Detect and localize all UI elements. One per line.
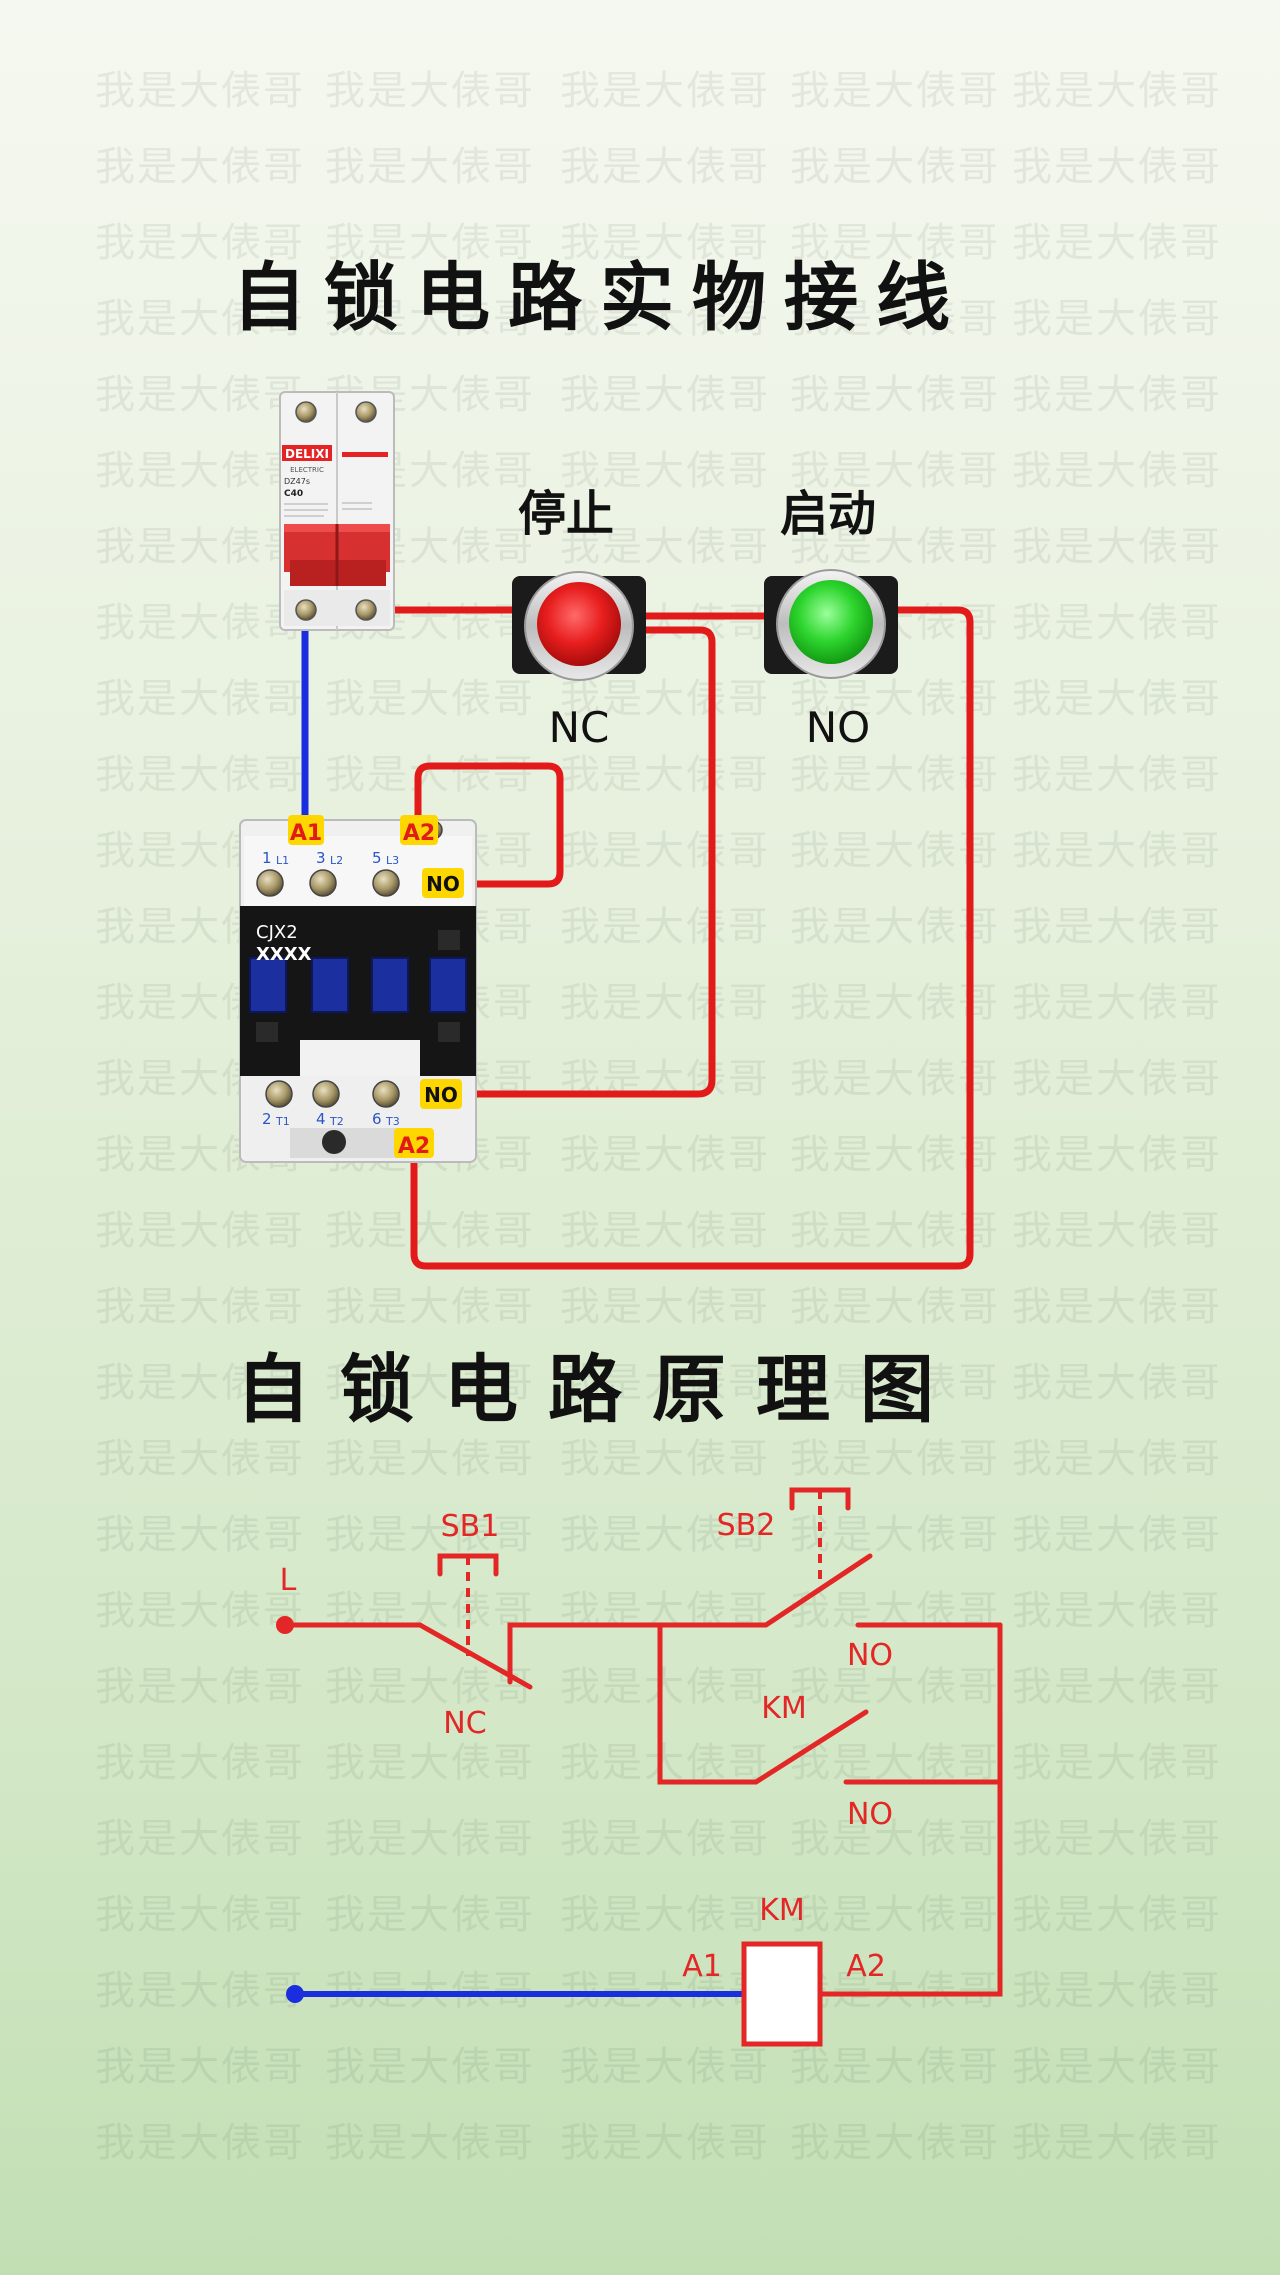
label-coil-km: KM <box>759 1893 805 1928</box>
tag-a1: A1 <box>288 815 324 846</box>
label-sb1-nc: NC <box>443 1706 486 1741</box>
terminal-number: 6 <box>372 1110 382 1128</box>
wire-red-start-to-a2-bottom <box>410 606 974 1270</box>
km-contact-left <box>657 1622 869 1785</box>
contactor[interactable] <box>239 819 477 1163</box>
label-sb2: SB2 <box>717 1508 776 1543</box>
breaker-rating: C40 <box>284 489 303 499</box>
circuit-breaker[interactable]: DELIXI ELECTRIC DZ47s C40 <box>279 391 395 631</box>
label-sb1: SB1 <box>441 1509 500 1544</box>
tag-a2-bottom: A2 <box>394 1128 434 1159</box>
terminal-number: 2 <box>262 1110 272 1128</box>
tag-no-bottom-text: NO <box>424 1083 458 1107</box>
start-button[interactable] <box>764 569 898 679</box>
title-physical-wiring: 自锁电路实物接线 <box>232 255 968 341</box>
terminal-number: 4 <box>316 1110 326 1128</box>
stop-contact-type: NC <box>549 703 610 752</box>
terminal-number: L1 <box>276 854 289 867</box>
label-km-contact: KM <box>761 1691 807 1726</box>
wire-red-a2-to-no-top-loop <box>414 762 564 888</box>
sb1-contact <box>507 1622 663 1685</box>
terminal-number: T1 <box>275 1115 290 1128</box>
coil-km <box>741 1941 823 2047</box>
stop-button-label: 停止 <box>518 486 614 542</box>
title-schematic: 自锁电路原理图 <box>236 1347 964 1433</box>
label-sb2-no: NO <box>847 1638 893 1673</box>
breaker-brand: DELIXI <box>285 447 329 461</box>
contactor-model: CJX2 <box>256 922 298 943</box>
sb1-blade <box>417 1622 533 1690</box>
schematic-lines <box>282 1487 1003 1997</box>
start-contact-type: NO <box>806 703 870 752</box>
terminal-number: T3 <box>385 1115 400 1128</box>
breaker-model: DZ47s <box>284 477 310 486</box>
tag-a2-top-text: A2 <box>403 821 435 846</box>
tag-no-top-text: NO <box>426 872 460 896</box>
start-button-label: 启动 <box>780 486 876 542</box>
label-l: L <box>280 1563 297 1598</box>
tag-a1-text: A1 <box>290 821 322 846</box>
terminal-number: 1 <box>262 849 272 867</box>
terminal-number: L2 <box>330 854 343 867</box>
terminal-l-dot <box>276 1616 294 1634</box>
schematic-dashed <box>466 1490 822 1656</box>
terminal-number: T2 <box>329 1115 344 1128</box>
tag-a2-bottom-text: A2 <box>398 1134 430 1159</box>
breaker-maker: ELECTRIC <box>290 466 324 474</box>
terminal-n-dot <box>286 1985 304 2003</box>
physical-wires <box>301 606 974 1270</box>
label-coil-a2: A2 <box>846 1949 886 1984</box>
terminal-number: L3 <box>386 854 399 867</box>
tag-a2-top: A2 <box>400 815 438 846</box>
terminal-number: 3 <box>316 849 326 867</box>
tag-no-bottom: NO <box>420 1079 462 1109</box>
label-coil-a1: A1 <box>682 1949 722 1984</box>
stop-button[interactable] <box>512 571 646 681</box>
sb2-left <box>657 1553 873 1628</box>
wire-red-stop-to-no-bottom <box>460 626 716 1098</box>
tag-no-top: NO <box>422 868 464 898</box>
label-km-contact-no: NO <box>847 1797 893 1832</box>
schematic-right-riser <box>819 1622 1003 1997</box>
contactor-code: XXXX <box>256 944 312 965</box>
terminal-number: 5 <box>372 849 382 867</box>
